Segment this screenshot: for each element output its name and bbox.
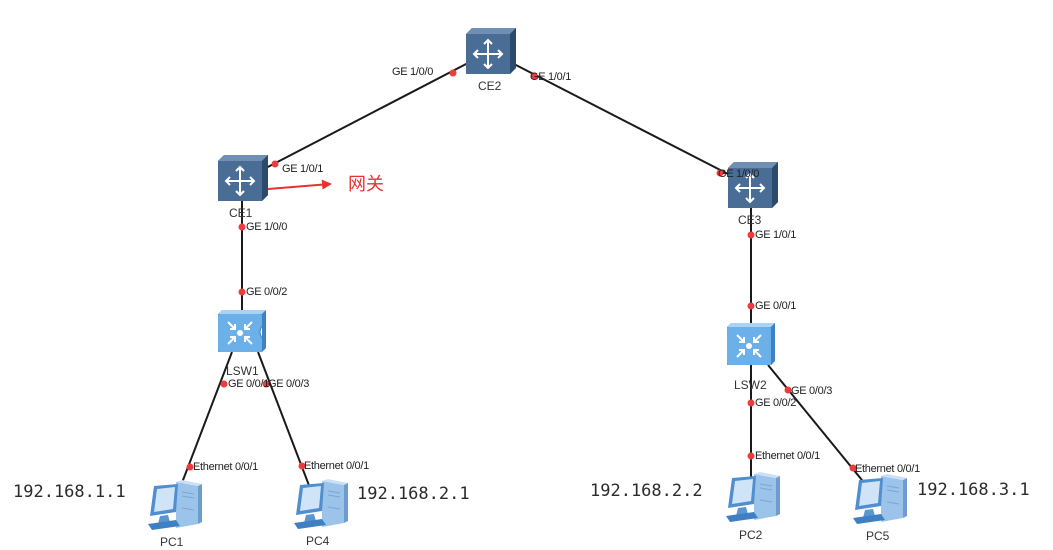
port-dot-pc5-eth[interactable]	[849, 464, 857, 472]
port-dot-lsw2-ge003[interactable]	[784, 386, 792, 394]
port-dot-pc1-eth[interactable]	[186, 463, 194, 471]
router-icon	[728, 162, 778, 208]
port-label-lsw2-ge002: GE 0/0/2	[755, 397, 797, 409]
device-label-pc1: PC1	[160, 535, 184, 549]
port-label-ce1-ge100: GE 1/0/0	[246, 221, 288, 233]
port-label-pc1-eth: Ethernet 0/0/1	[193, 461, 258, 473]
device-label-ce3: CE3	[738, 213, 762, 227]
device-label-lsw2: LSW2	[734, 378, 767, 392]
port-label-ce3-ge100: GE 1/0/0	[718, 168, 760, 180]
link-ce2-ce3[interactable]	[511, 62, 731, 176]
switch-icon	[727, 323, 775, 365]
port-label-lsw1-ge001: GE 0/0/1	[228, 378, 270, 390]
port-label-pc2-eth: Ethernet 0/0/1	[755, 450, 820, 462]
port-label-lsw2-ge003: GE 0/0/3	[791, 385, 833, 397]
gateway-annotation: 网关	[348, 174, 384, 194]
ip-label-pc5: 192.168.3.1	[917, 480, 1030, 500]
port-dot-lsw2-ge001[interactable]	[747, 302, 755, 310]
port-dot-pc2-eth[interactable]	[747, 452, 755, 460]
ip-label-pc4: 192.168.2.1	[357, 484, 470, 504]
link-lsw2-pc5[interactable]	[767, 364, 867, 486]
port-dot-pc4-eth[interactable]	[298, 462, 306, 470]
pc-icon	[853, 474, 907, 524]
pc-pc5[interactable]	[851, 472, 907, 524]
ip-label-pc1: 192.168.1.1	[13, 482, 126, 502]
port-dot-lsw1-ge003[interactable]	[262, 380, 270, 388]
router-ce1[interactable]	[218, 155, 270, 203]
port-dot-ce3-ge100[interactable]	[716, 169, 724, 177]
switch-lsw2[interactable]	[727, 323, 777, 367]
pc-icon	[294, 479, 348, 529]
port-label-ce3-ge101: GE 1/0/1	[755, 229, 797, 241]
port-dot-lsw1-ge002[interactable]	[238, 288, 246, 296]
port-label-lsw2-ge001: GE 0/0/1	[755, 300, 797, 312]
pc-icon	[726, 472, 780, 522]
switch-icon	[218, 310, 266, 352]
device-label-ce1: CE1	[229, 206, 253, 220]
port-label-ce2-ge100: GE 1/0/0	[392, 66, 434, 78]
port-label-ce1-ge101: GE 1/0/1	[282, 163, 324, 175]
router-icon	[218, 155, 268, 201]
switch-lsw1[interactable]	[218, 310, 268, 354]
device-label-ce2: CE2	[478, 79, 502, 93]
pc-pc1[interactable]	[146, 478, 202, 530]
ip-label-pc2: 192.168.2.2	[590, 481, 703, 501]
pc-icon	[148, 480, 202, 530]
port-dot-ce2-ge100[interactable]	[449, 69, 457, 77]
link-ce2-ce1[interactable]	[261, 62, 469, 171]
port-dot-lsw2-ge002[interactable]	[747, 399, 755, 407]
port-label-lsw1-ge003: GE 0/0/3	[268, 378, 310, 390]
port-dot-ce1-ge101[interactable]	[271, 160, 279, 168]
port-dot-ce3-ge101[interactable]	[747, 231, 755, 239]
port-label-lsw1-ge002: GE 0/0/2	[246, 286, 288, 298]
port-label-pc5-eth: Ethernet 0/0/1	[855, 463, 920, 475]
router-ce3[interactable]	[728, 162, 780, 210]
pc-pc4[interactable]	[292, 477, 348, 529]
router-ce2[interactable]	[466, 28, 518, 76]
port-label-pc4-eth: Ethernet 0/0/1	[304, 460, 369, 472]
device-label-pc5: PC5	[866, 529, 890, 543]
port-dot-lsw1-ge001[interactable]	[220, 380, 228, 388]
port-dot-ce1-ge100[interactable]	[238, 223, 246, 231]
device-label-pc2: PC2	[739, 528, 763, 542]
device-label-pc4: PC4	[306, 534, 330, 548]
port-label-ce2-ge101: GE 1/0/1	[530, 71, 572, 83]
router-icon	[466, 28, 516, 74]
device-label-lsw1: LSW1	[226, 364, 259, 378]
gateway-arrow	[267, 179, 332, 190]
port-dot-ce2-ge101[interactable]	[530, 72, 538, 80]
pc-pc2[interactable]	[724, 470, 780, 522]
